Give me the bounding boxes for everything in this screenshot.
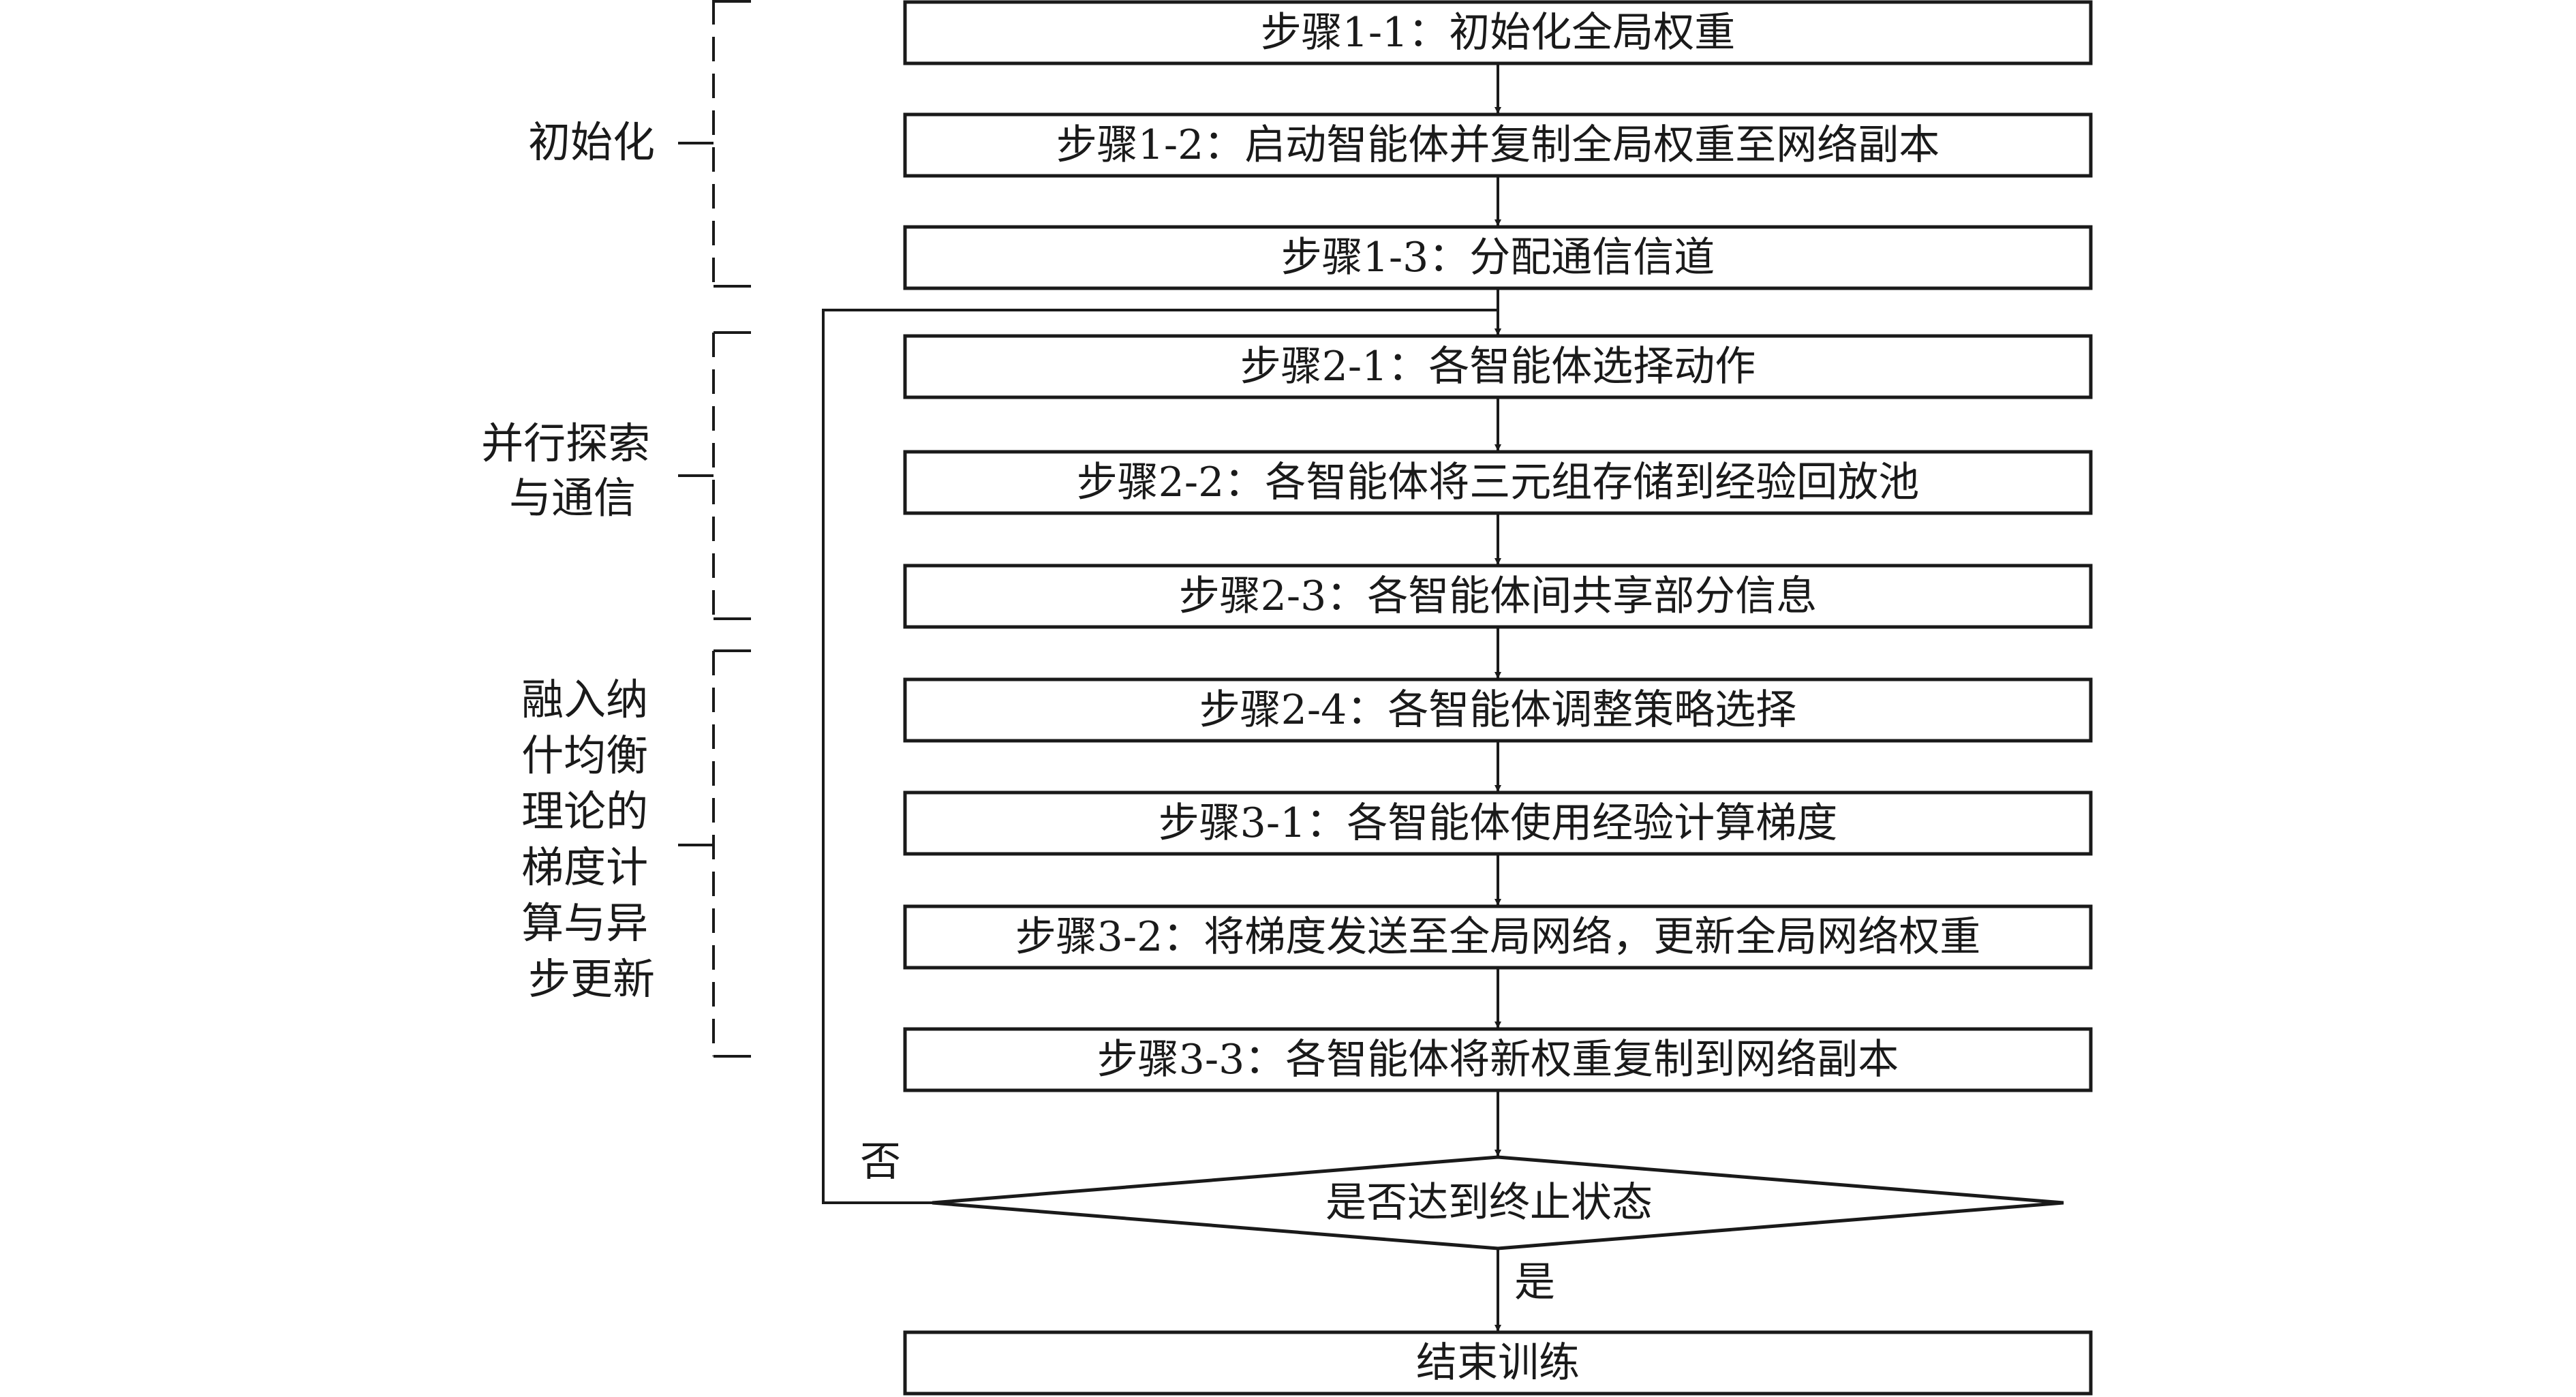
loop-back-line: [822, 309, 1501, 1204]
end-box: 结束训练: [903, 1330, 2093, 1396]
phase-line: 初始化: [528, 117, 655, 167]
yes-label: 是: [1514, 1259, 1555, 1306]
phase-bracket-explore: [678, 331, 751, 620]
step-box-3-2: 步骤3-2：将梯度发送至全局网络，更新全局网络权重: [903, 904, 2093, 970]
phase-label-explore: 并行探索 与通信: [481, 418, 664, 523]
step-box-1-2: 步骤1-2：启动智能体并复制全局权重至网络副本: [903, 112, 2093, 178]
step-box-1-1: 步骤1-1：初始化全局权重: [903, 0, 2093, 65]
phase-line: 并行探索: [481, 418, 650, 468]
phase-line: 算与异: [521, 898, 648, 948]
step-box-2-1: 步骤2-1：各智能体选择动作: [903, 334, 2093, 399]
step-label: 步骤1-3：分配通信信道: [1281, 234, 1715, 281]
step-label: 步骤3-3：各智能体将新权重复制到网络副本: [1097, 1036, 1899, 1084]
decision-diamond: 是否达到终止状态: [932, 1155, 2064, 1250]
decision-label: 是否达到终止状态: [1325, 1179, 1653, 1227]
step-label: 步骤2-4：各智能体调整策略选择: [1199, 686, 1797, 734]
phase-label-update: 融入纳 什均衡 理论的 梯度计 算与异 步更新: [521, 675, 662, 1004]
step-box-3-1: 步骤3-1：各智能体使用经验计算梯度: [903, 790, 2093, 856]
phase-line: 与通信: [509, 473, 636, 523]
no-label: 否: [860, 1138, 901, 1186]
phase-line: 融入纳: [521, 675, 648, 724]
step-box-3-3: 步骤3-3：各智能体将新权重复制到网络副本: [903, 1027, 2093, 1092]
step-label: 步骤3-2：将梯度发送至全局网络，更新全局网络权重: [1015, 913, 1981, 961]
phase-line: 什均衡: [521, 731, 648, 780]
phase-line: 步更新: [528, 954, 655, 1004]
phase-bracket-update: [678, 649, 751, 1058]
step-label: 步骤2-1：各智能体选择动作: [1240, 343, 1756, 390]
phase-line: 梯度计: [521, 842, 648, 892]
step-label: 步骤2-2：各智能体将三元组存储到经验回放池: [1077, 459, 1920, 506]
step-label: 步骤3-1：各智能体使用经验计算梯度: [1159, 799, 1838, 847]
step-box-2-4: 步骤2-4：各智能体调整策略选择: [903, 677, 2093, 743]
step-box-2-2: 步骤2-2：各智能体将三元组存储到经验回放池: [903, 450, 2093, 515]
phase-line: 理论的: [521, 786, 648, 836]
phase-bracket-init: [678, 0, 751, 288]
step-label: 步骤2-3：各智能体间共享部分信息: [1179, 572, 1818, 620]
step-label: 步骤1-1：初始化全局权重: [1261, 9, 1736, 57]
step-label: 步骤1-2：启动智能体并复制全局权重至网络副本: [1056, 121, 1940, 169]
step-box-1-3: 步骤1-3：分配通信信道: [903, 225, 2093, 290]
phase-label-init: 初始化: [528, 117, 655, 167]
end-label: 结束训练: [1416, 1339, 1580, 1387]
step-box-2-3: 步骤2-3：各智能体间共享部分信息: [903, 564, 2093, 629]
